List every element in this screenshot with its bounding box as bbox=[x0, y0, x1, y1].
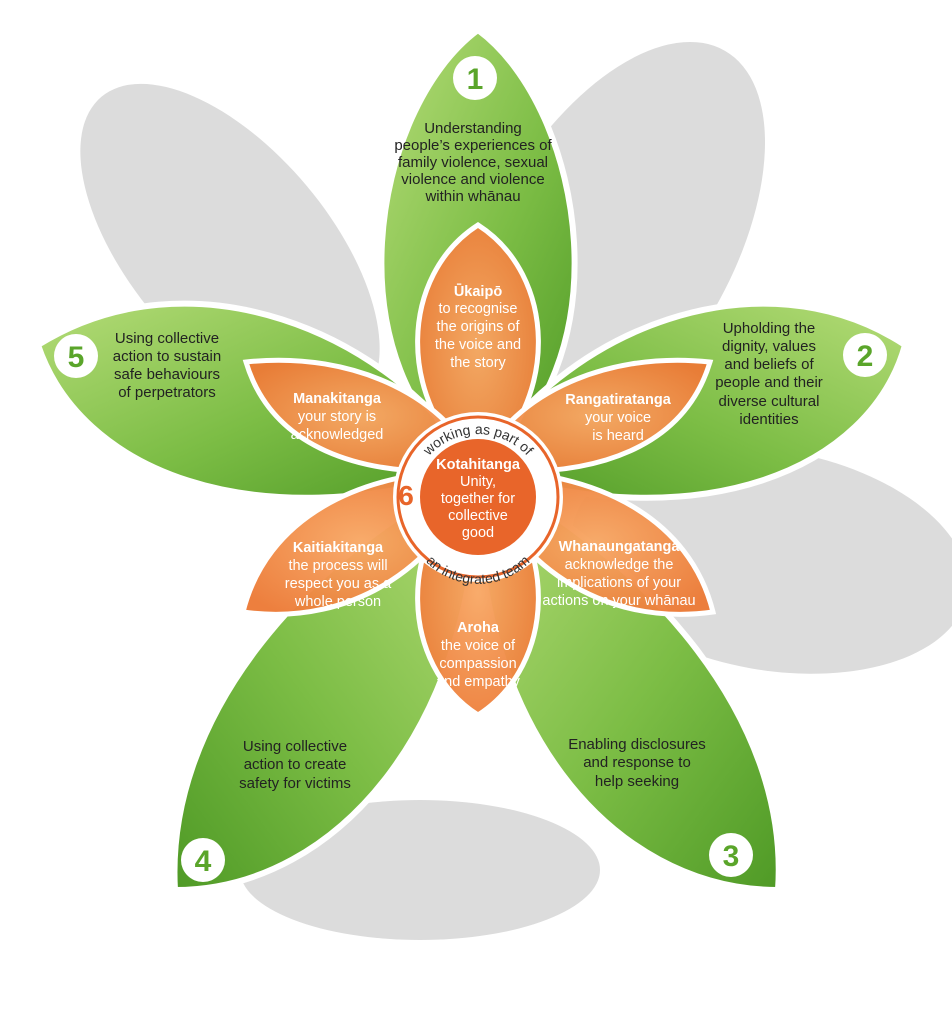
center-line-4: good bbox=[462, 525, 494, 541]
svg-text:compassion: compassion bbox=[439, 656, 516, 672]
svg-text:violence and violence: violence and violence bbox=[401, 171, 544, 188]
petal-4-text: Using collective action to create safety… bbox=[239, 738, 351, 792]
inner-rangatiratanga-text: Rangatiratanga your voice is heard bbox=[565, 392, 671, 444]
petal-5-text: Using collective action to sustain safe … bbox=[113, 330, 221, 401]
number-badges: 1 2 3 4 5 bbox=[54, 56, 887, 882]
svg-text:action to sustain: action to sustain bbox=[113, 348, 221, 365]
svg-text:identities: identities bbox=[739, 411, 798, 428]
svg-text:Ūkaipō: Ūkaipō bbox=[454, 283, 502, 300]
svg-text:is heard: is heard bbox=[592, 428, 644, 444]
inner-aroha-text: Aroha the voice of compassion and empath… bbox=[436, 620, 521, 690]
orange-petal-ukaipo bbox=[415, 222, 541, 474]
center-line-3: collective bbox=[448, 508, 508, 524]
svg-text:Manakitanga: Manakitanga bbox=[293, 391, 382, 407]
petal-1-text: Understanding people’s experiences of fa… bbox=[394, 120, 552, 205]
svg-text:2: 2 bbox=[857, 340, 874, 373]
inner-manakitanga-text: Manakitanga your story is acknowledged bbox=[291, 391, 384, 443]
svg-text:diverse cultural: diverse cultural bbox=[719, 393, 820, 410]
svg-text:the voice of: the voice of bbox=[441, 638, 516, 654]
inner-ukaipo-text: Ūkaipō to recognise the origins of the v… bbox=[435, 283, 521, 371]
svg-text:Whanaungatanga: Whanaungatanga bbox=[559, 539, 681, 555]
svg-text:3: 3 bbox=[723, 840, 740, 873]
svg-text:action to create: action to create bbox=[244, 756, 347, 773]
svg-text:the voice and: the voice and bbox=[435, 337, 521, 353]
badge-3: 3 bbox=[709, 833, 753, 877]
svg-text:help seeking: help seeking bbox=[595, 773, 679, 790]
svg-text:within whānau: within whānau bbox=[424, 188, 520, 205]
svg-text:acknowledge the: acknowledge the bbox=[565, 557, 674, 573]
svg-text:respect you as a: respect you as a bbox=[285, 576, 392, 592]
svg-text:Upholding the: Upholding the bbox=[723, 320, 816, 337]
svg-text:the story: the story bbox=[450, 355, 506, 371]
svg-text:actions on your whānau: actions on your whānau bbox=[542, 593, 695, 609]
svg-text:and beliefs of: and beliefs of bbox=[724, 356, 814, 373]
svg-text:Aroha: Aroha bbox=[457, 620, 500, 636]
svg-text:people and their: people and their bbox=[715, 374, 823, 391]
svg-text:Rangatiratanga: Rangatiratanga bbox=[565, 392, 671, 408]
badge-2: 2 bbox=[843, 333, 887, 377]
svg-text:and response to: and response to bbox=[583, 754, 691, 771]
svg-text:your voice: your voice bbox=[585, 410, 651, 426]
svg-text:Enabling disclosures: Enabling disclosures bbox=[568, 736, 706, 753]
badge-1: 1 bbox=[453, 56, 497, 100]
svg-text:implications of your: implications of your bbox=[557, 575, 681, 591]
badge-4: 4 bbox=[181, 838, 225, 882]
svg-text:people’s experiences of: people’s experiences of bbox=[394, 137, 552, 154]
svg-text:safe behaviours: safe behaviours bbox=[114, 366, 220, 383]
inner-kaitiakitanga-text: Kaitiakitanga the process will respect y… bbox=[285, 540, 392, 610]
center-line-1: Unity, bbox=[460, 474, 496, 490]
svg-text:4: 4 bbox=[195, 845, 212, 878]
svg-text:5: 5 bbox=[68, 341, 85, 374]
svg-text:to recognise: to recognise bbox=[439, 301, 518, 317]
inner-whanaungatanga-text: Whanaungatanga acknowledge the implicati… bbox=[542, 539, 695, 609]
svg-text:Understanding: Understanding bbox=[424, 120, 522, 137]
svg-text:dignity, values: dignity, values bbox=[722, 338, 816, 355]
petal-2-text: Upholding the dignity, values and belief… bbox=[715, 320, 823, 428]
svg-text:whole person: whole person bbox=[294, 594, 381, 610]
center-hub: working as part of an integrated team 6 … bbox=[393, 412, 563, 587]
center-title: Kotahitanga bbox=[436, 457, 521, 473]
svg-text:acknowledged: acknowledged bbox=[291, 427, 384, 443]
svg-text:Kaitiakitanga: Kaitiakitanga bbox=[293, 540, 384, 556]
svg-text:1: 1 bbox=[467, 63, 484, 96]
center-line-2: together for bbox=[441, 491, 515, 507]
petal-3-text: Enabling disclosures and response to hel… bbox=[568, 736, 706, 790]
svg-text:the origins of: the origins of bbox=[436, 319, 520, 335]
svg-text:Using collective: Using collective bbox=[243, 738, 347, 755]
svg-text:and empathy: and empathy bbox=[436, 674, 521, 690]
center-number: 6 bbox=[398, 480, 414, 511]
svg-text:Using collective: Using collective bbox=[115, 330, 219, 347]
svg-text:your story is: your story is bbox=[298, 409, 376, 425]
svg-text:family violence, sexual: family violence, sexual bbox=[398, 154, 548, 171]
badge-5: 5 bbox=[54, 334, 98, 378]
svg-text:of perpetrators: of perpetrators bbox=[118, 384, 216, 401]
svg-text:safety for victims: safety for victims bbox=[239, 775, 351, 792]
svg-text:the process will: the process will bbox=[288, 558, 387, 574]
